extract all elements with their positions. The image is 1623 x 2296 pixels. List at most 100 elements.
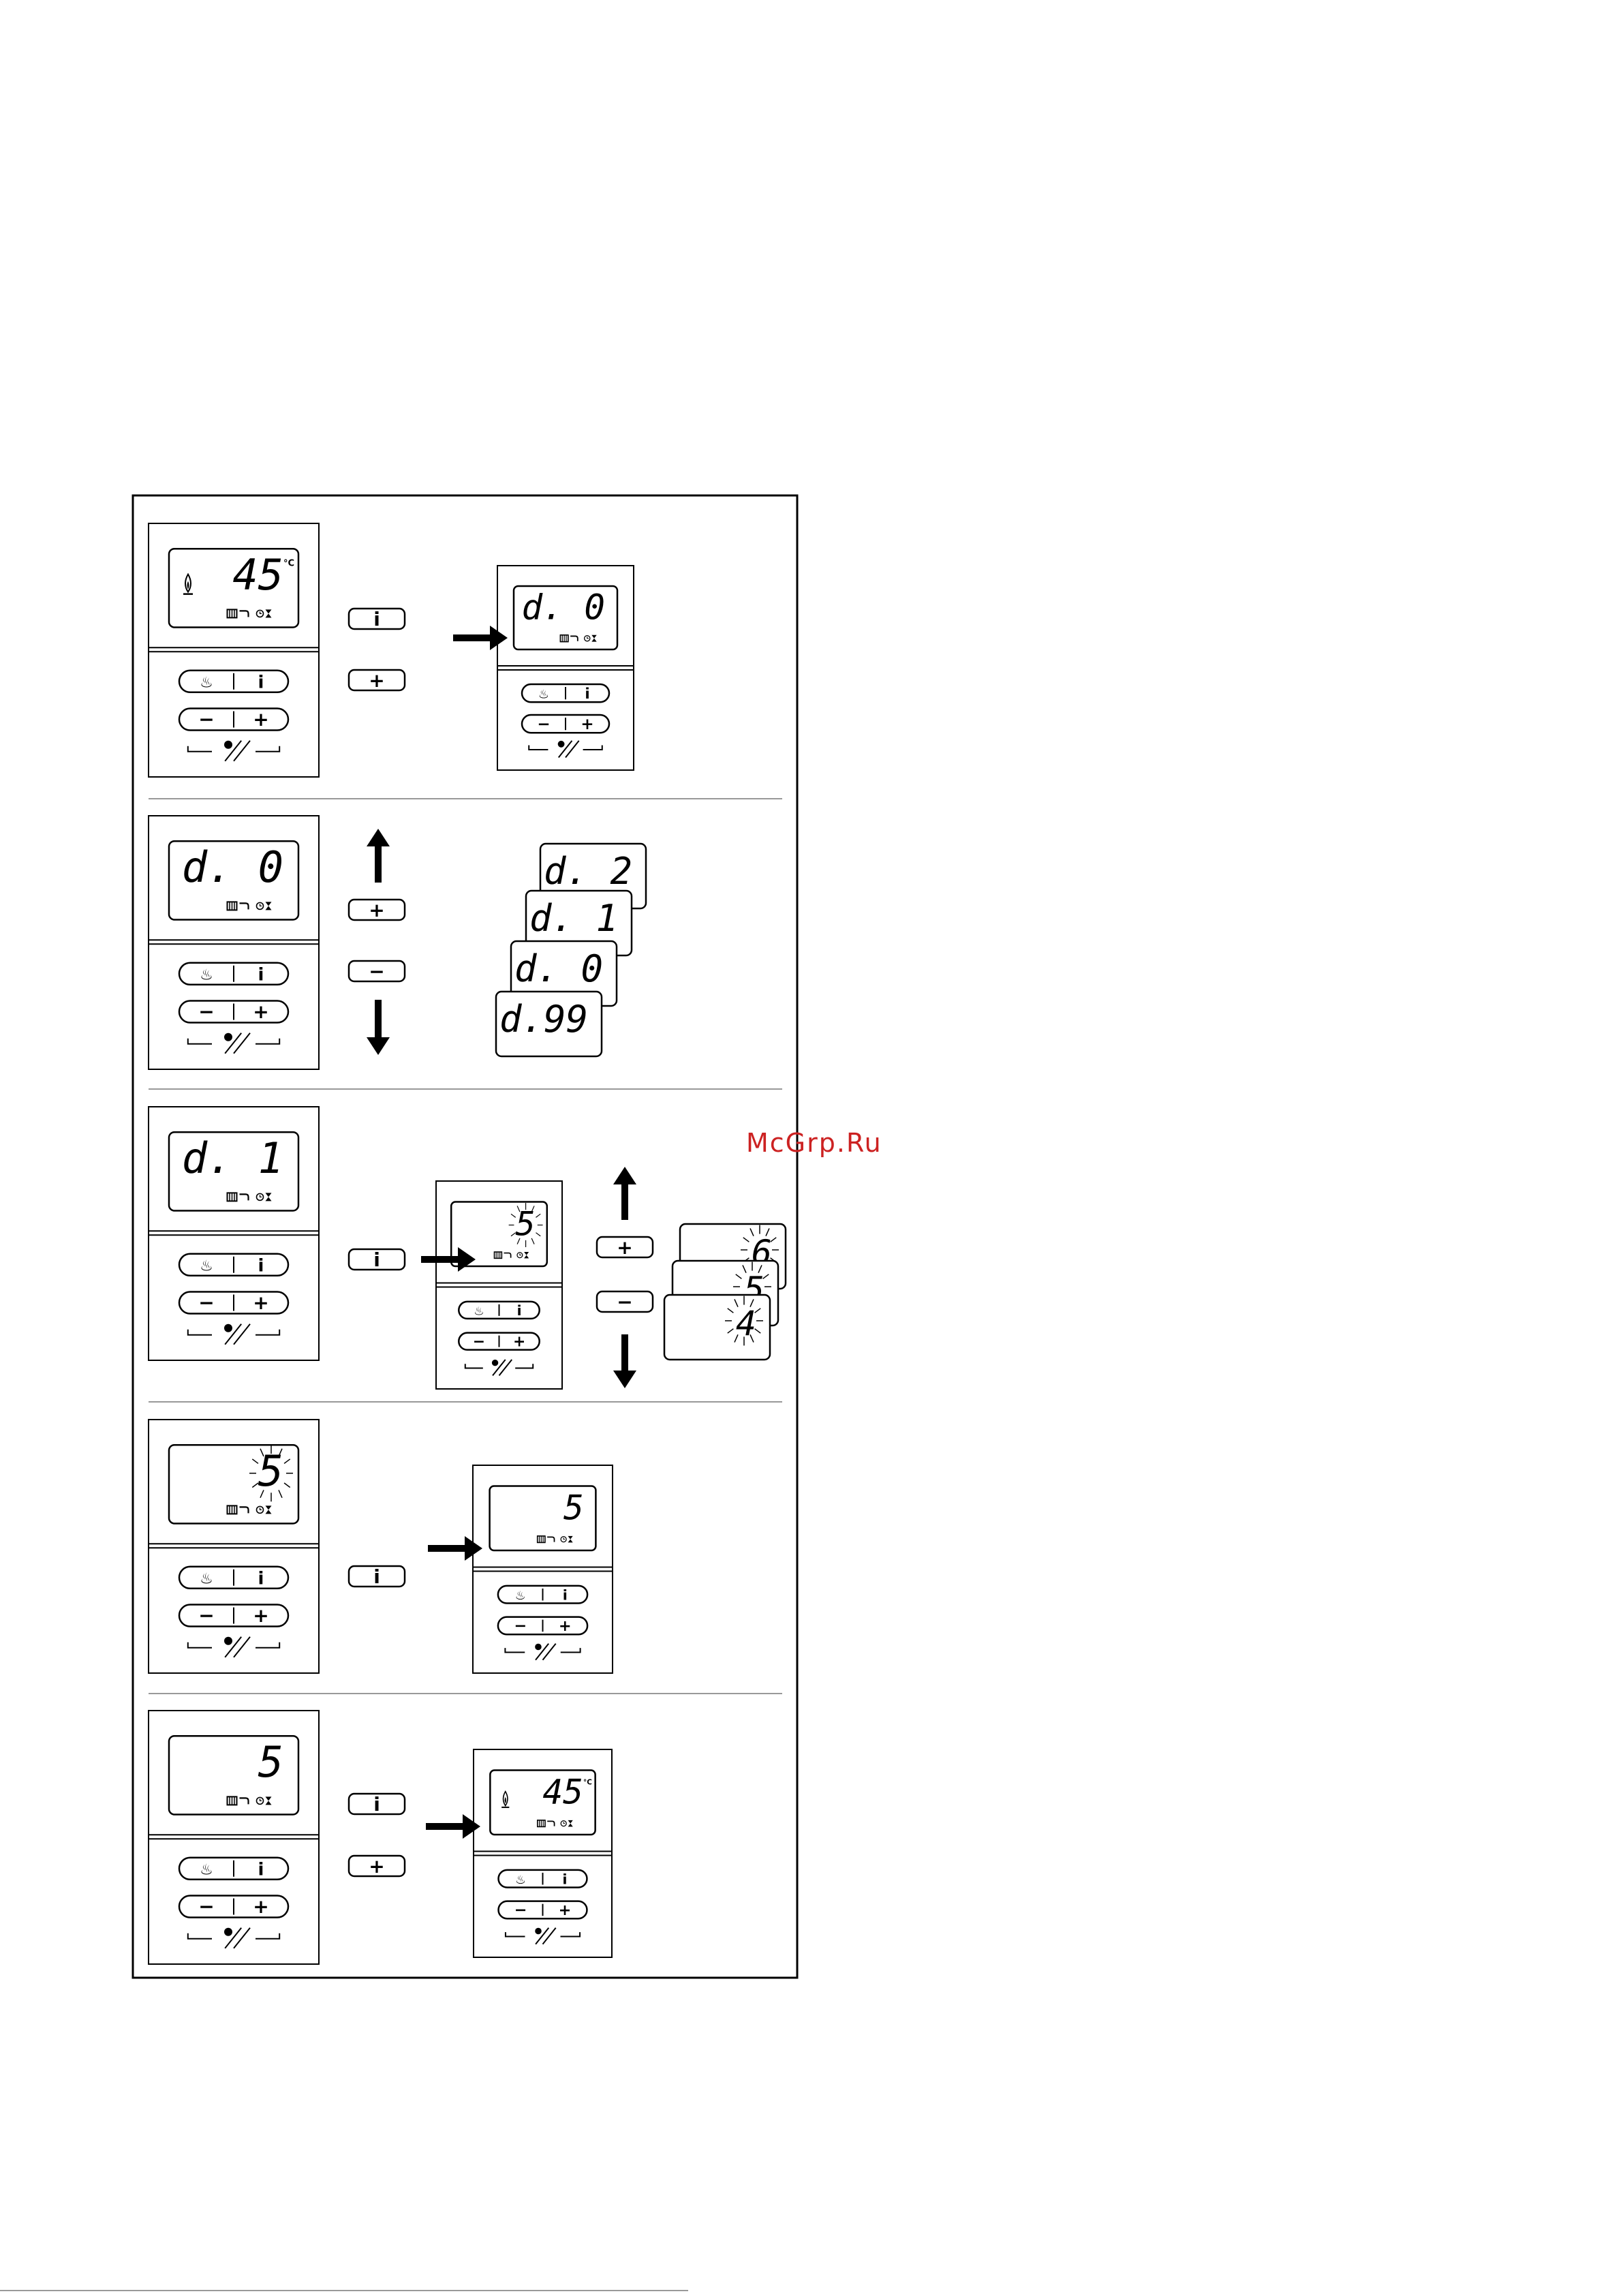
info-key-label: i — [258, 1859, 264, 1880]
step1-result-panel: d. 0♨i−+ — [497, 566, 634, 770]
key-label: i — [373, 608, 380, 630]
key-label: + — [369, 669, 384, 692]
step4-arrow — [428, 1536, 482, 1561]
lcd-value: 45 — [232, 550, 283, 600]
arrow-shaft — [375, 1000, 382, 1039]
arrow-shaft — [428, 1545, 467, 1552]
step1-key-i: i — [349, 608, 405, 630]
minus-key-label: − — [198, 1604, 214, 1627]
step5-key-i: i — [349, 1793, 405, 1816]
watermark: McGrp.Ru — [746, 1128, 882, 1158]
step5-key-plus: + — [349, 1855, 405, 1878]
bracket-left — [188, 746, 212, 752]
sweep-head — [492, 1360, 498, 1366]
step2-key-minus: − — [349, 960, 405, 983]
info-key-label: i — [258, 1568, 264, 1589]
minus-key-label: − — [198, 708, 214, 731]
sweep-head — [558, 741, 565, 748]
celsius-unit: °C — [583, 1778, 592, 1786]
info-key-label: i — [563, 1587, 568, 1603]
step3-start-panel: d. 1♨i−+ — [149, 1107, 319, 1360]
sweep-head — [535, 1644, 542, 1651]
bracket-left — [506, 1932, 525, 1936]
arrow-shaft — [621, 1334, 628, 1372]
plus-key-label: + — [253, 1895, 268, 1918]
key-label: − — [369, 960, 384, 983]
lcd-value: d. 0 — [522, 587, 605, 627]
lcd-value: 5 — [563, 1488, 584, 1528]
step3-card-3: 4 — [664, 1295, 770, 1360]
step1-key-plus: + — [349, 669, 405, 692]
mode-icon: ♨ — [200, 675, 213, 692]
mode-icon: ♨ — [200, 1258, 213, 1275]
step3-result-panel: 5♨i−+ — [436, 1181, 562, 1389]
step2-down-arrow — [367, 1000, 390, 1055]
key-label: − — [617, 1291, 632, 1313]
bracket-right — [256, 746, 279, 752]
bracket-left — [505, 1648, 525, 1652]
step1-start-panel: 45°C♨i−+ — [149, 523, 319, 777]
minus-key-label: − — [514, 1617, 527, 1635]
arrow-head — [613, 1371, 636, 1388]
bracket-left — [465, 1364, 483, 1368]
bracket-right — [515, 1364, 533, 1368]
mode-icon: ♨ — [515, 1873, 526, 1887]
sweep-head — [224, 741, 232, 749]
bracket-right — [256, 1330, 279, 1335]
step3-up-arrow — [613, 1167, 636, 1220]
sweep-head — [535, 1928, 542, 1935]
footer-rule — [0, 2290, 688, 2291]
bracket-left — [529, 745, 548, 750]
card-value: 4 — [736, 1304, 756, 1343]
bracket-right — [560, 1932, 580, 1936]
plus-key-label: + — [581, 716, 593, 733]
plus-key-label: + — [253, 1604, 268, 1627]
mode-icon: ♨ — [515, 1589, 526, 1603]
mode-icon: ♨ — [200, 1571, 213, 1588]
arrow-head — [463, 1814, 480, 1839]
info-key-label: i — [517, 1302, 522, 1319]
mode-icon: ♨ — [474, 1304, 484, 1318]
bracket-right — [583, 745, 602, 750]
bracket-right — [561, 1648, 581, 1652]
key-label: + — [369, 1855, 384, 1878]
step1-arrow — [453, 626, 508, 650]
step4-start-panel: 5♨i−+ — [149, 1420, 319, 1673]
celsius-unit: °C — [283, 559, 294, 569]
key-label: i — [373, 1249, 380, 1271]
mode-icon: ♨ — [200, 1862, 213, 1879]
minus-key-label: − — [198, 1291, 214, 1314]
minus-key-label: − — [537, 716, 550, 733]
plus-key-label: + — [559, 1617, 572, 1635]
lcd-value: 5 — [258, 1737, 283, 1787]
info-key-label: i — [258, 1255, 264, 1276]
plus-key-label: + — [513, 1334, 525, 1351]
arrow-shaft — [375, 845, 382, 883]
bracket-left — [188, 1642, 212, 1648]
sweep-head — [224, 1324, 232, 1332]
key-label: + — [369, 899, 384, 921]
arrow-shaft — [421, 1256, 461, 1263]
plus-key-label: + — [253, 1000, 268, 1023]
arrow-shaft — [426, 1823, 465, 1830]
step2-up-arrow — [367, 829, 390, 883]
plus-key-label: + — [559, 1901, 572, 1919]
plus-key-label: + — [253, 1291, 268, 1314]
step5-start-panel: 5 ♨ i − + — [149, 1711, 319, 1964]
card-value: d. 2 — [544, 850, 632, 893]
step2-card-4: d.99 — [496, 992, 602, 1056]
arrow-head — [367, 1037, 390, 1055]
lcd-value: d. 0 — [182, 842, 283, 892]
bracket-right — [256, 1933, 279, 1939]
minus-key-label: − — [473, 1334, 485, 1351]
step3-key-minus: − — [597, 1291, 653, 1313]
minus-key-label: − — [198, 1895, 214, 1918]
key-label: i — [373, 1565, 380, 1588]
arrow-head — [367, 829, 390, 846]
sweep-head — [224, 1928, 232, 1936]
arrow-head — [490, 626, 508, 650]
card-value: d. 1 — [529, 897, 618, 940]
step5-arrow — [426, 1814, 480, 1839]
step3-down-arrow — [613, 1334, 636, 1388]
arrow-shaft — [621, 1183, 628, 1220]
